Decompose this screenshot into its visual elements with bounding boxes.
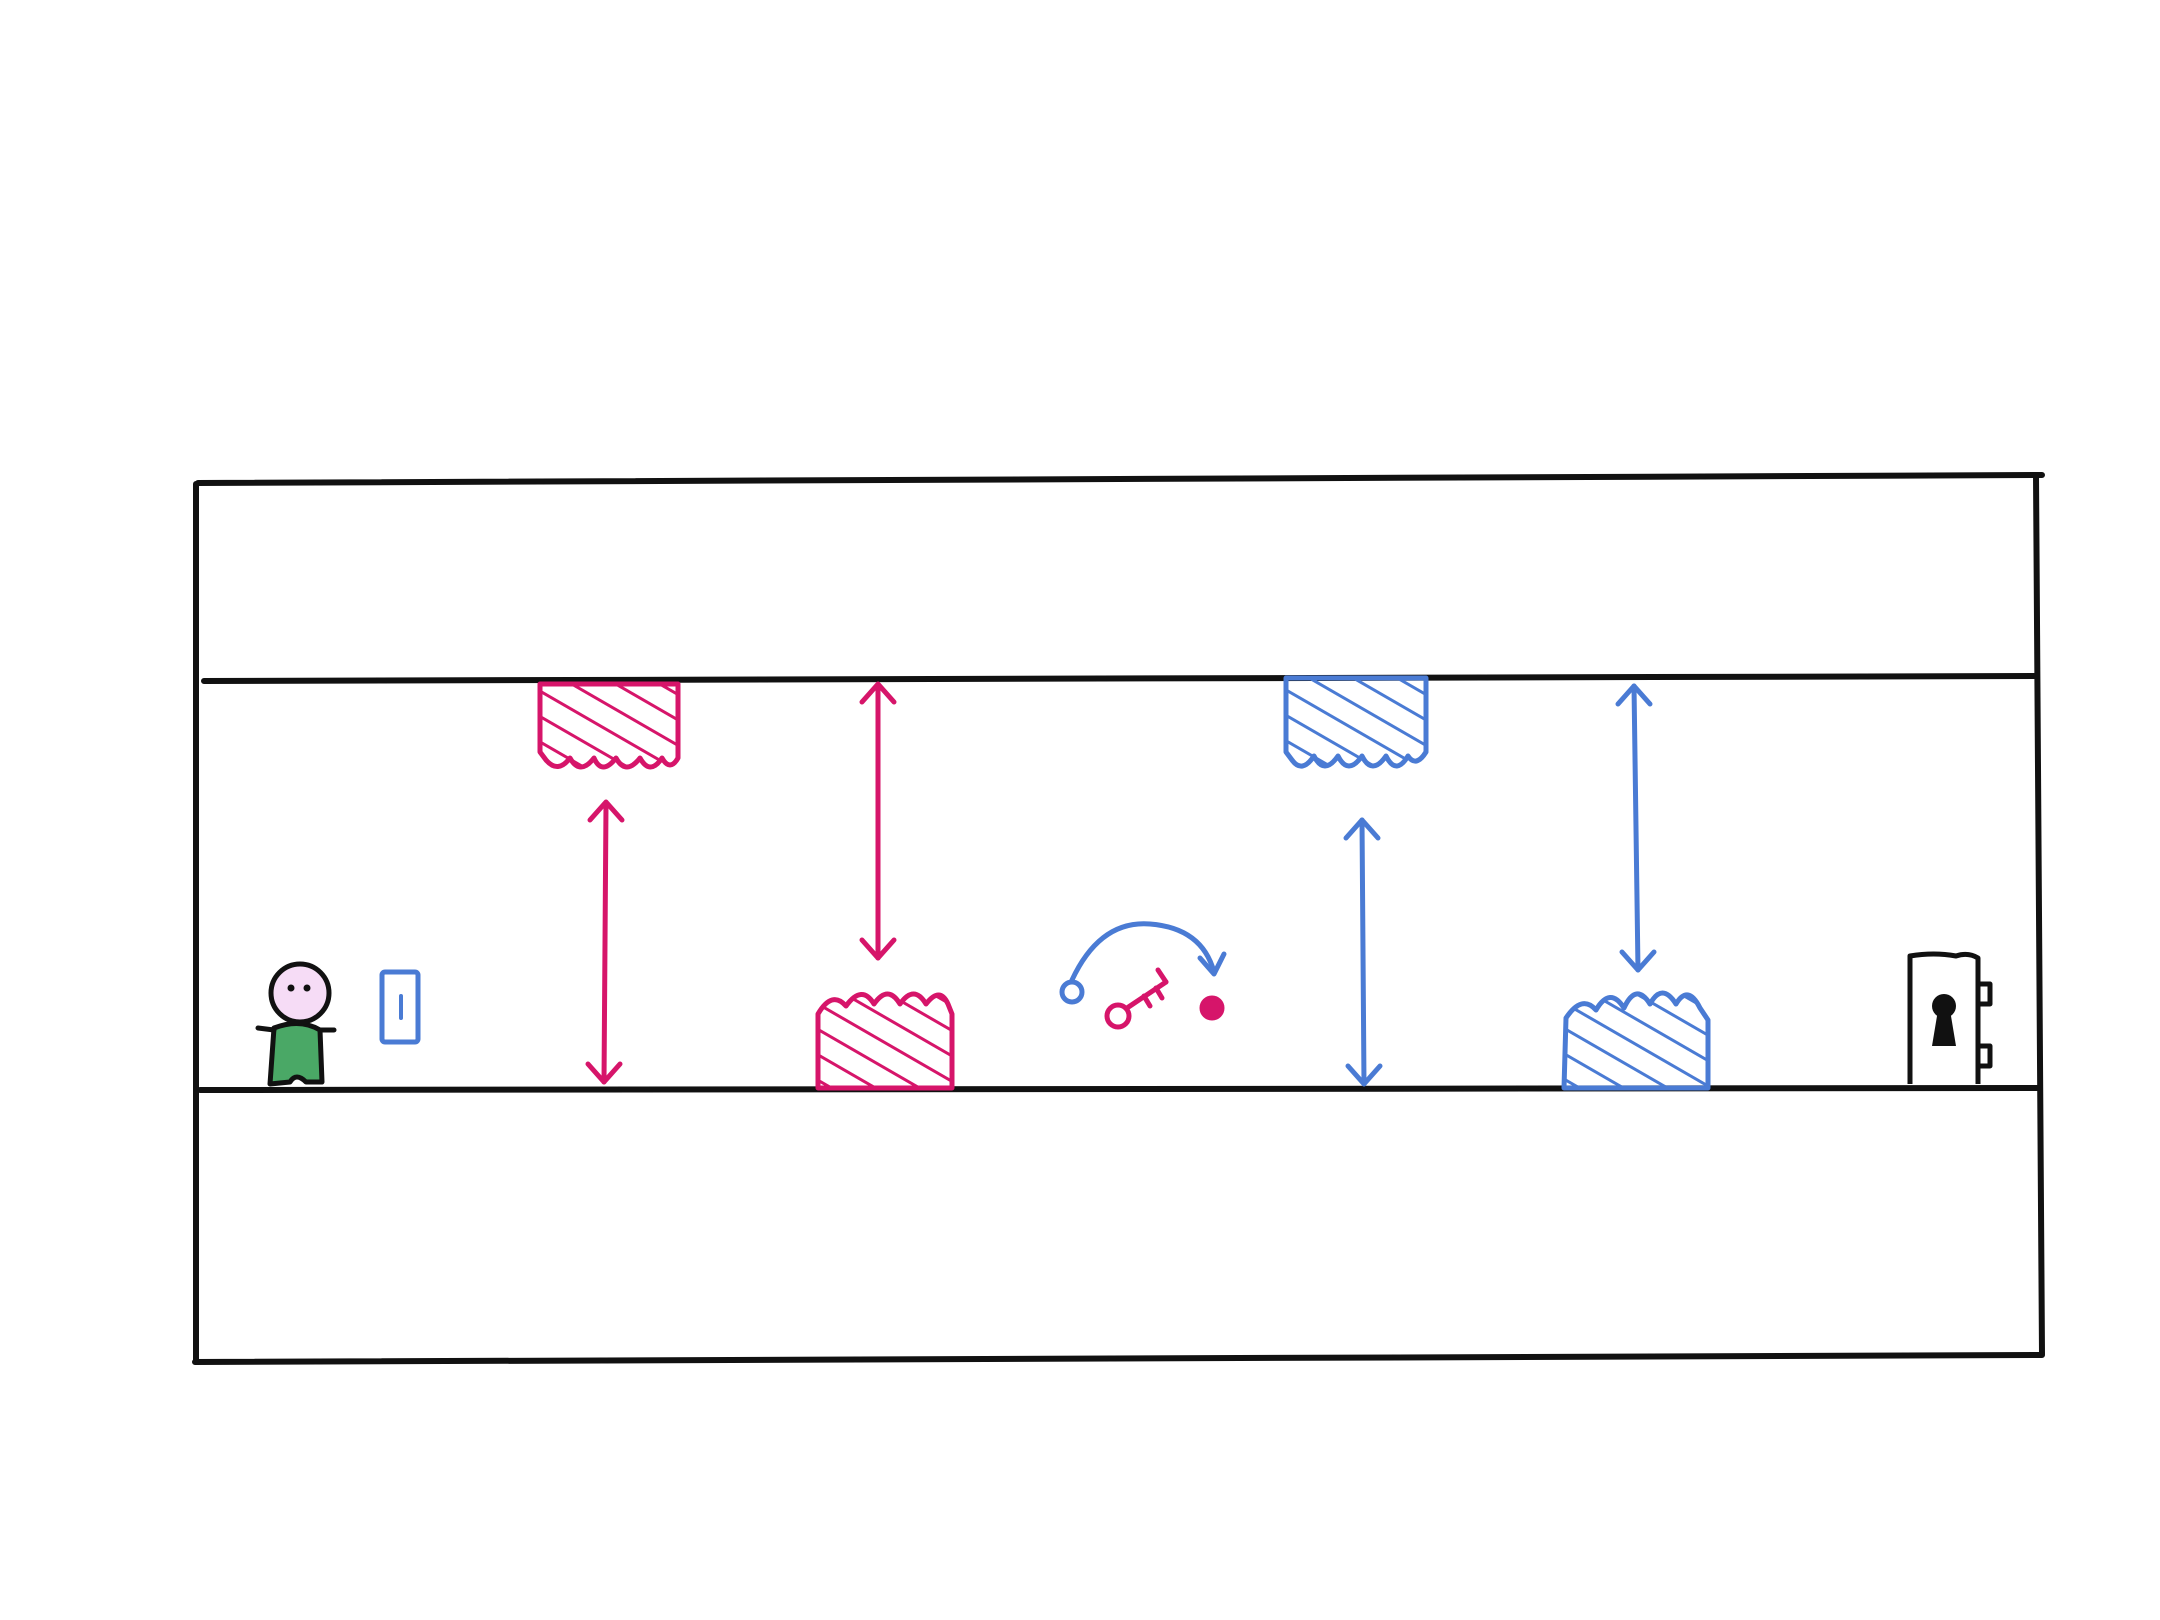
locked-exit-door[interactable] xyxy=(1907,951,1993,1084)
player-body xyxy=(267,1021,325,1087)
player-arm-left xyxy=(255,1025,277,1033)
blue-spikes-motion-arrow xyxy=(1615,683,1657,973)
player-eye-right xyxy=(303,984,311,992)
swap-origin-blue-dot xyxy=(1059,979,1085,1005)
red-key-icon[interactable] xyxy=(1104,967,1225,1030)
floor-line xyxy=(197,1085,2041,1093)
player-eye-left xyxy=(287,984,295,992)
blue-floor-spikes xyxy=(1561,990,1711,1091)
frame-bottom-edge xyxy=(192,1352,2045,1365)
door-hinge-top xyxy=(1978,981,1993,1007)
red-crusher-motion-arrow xyxy=(585,799,625,1085)
player-character[interactable] xyxy=(255,961,337,1087)
swap-target-red-dot xyxy=(1199,995,1225,1021)
ceiling-line xyxy=(201,673,2039,684)
key-swap-indicator xyxy=(1059,921,1227,1005)
curved-arrow-icon xyxy=(1069,921,1217,983)
frame-top-edge xyxy=(195,472,2045,486)
level-frame xyxy=(192,472,2045,1365)
player-head xyxy=(268,961,332,1025)
blue-ceiling-crusher xyxy=(1283,675,1429,769)
door-hinge-bottom xyxy=(1978,1043,1993,1069)
red-ceiling-crusher xyxy=(537,681,681,770)
red-spikes-motion-arrow xyxy=(859,681,897,961)
keyhole-icon xyxy=(1932,994,1956,1046)
blue-crusher-motion-arrow xyxy=(1343,817,1383,1087)
red-floor-spikes xyxy=(815,991,955,1091)
blue-wall-switch-icon[interactable] xyxy=(379,969,421,1045)
frame-right-edge xyxy=(2033,472,2045,1357)
